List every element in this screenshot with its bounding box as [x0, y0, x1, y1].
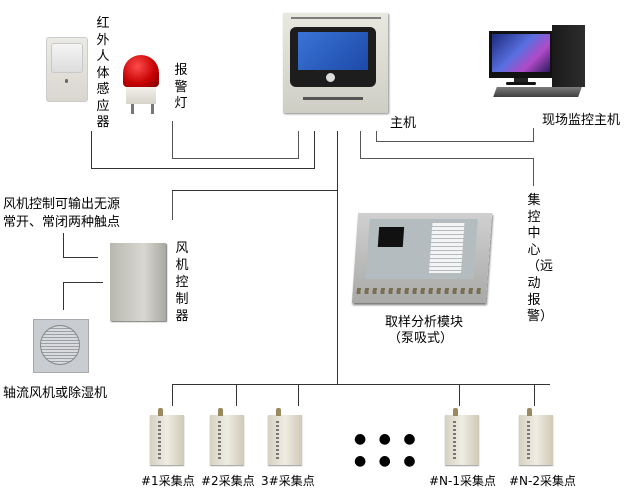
- antenna-icon: [453, 408, 458, 416]
- connector-line: [534, 384, 535, 406]
- host-brand-plate: [303, 97, 363, 100]
- antenna-icon: [218, 408, 223, 416]
- connector-line: [298, 384, 299, 406]
- collector-leds: [527, 421, 530, 459]
- collector-leds: [218, 421, 221, 459]
- sampler-ports: [356, 288, 481, 294]
- connector-line: [376, 131, 377, 141]
- connector-line: [314, 131, 315, 169]
- connector-line: [172, 158, 299, 159]
- connector-line: [459, 384, 460, 406]
- collector-leds: [158, 421, 161, 459]
- host-title-plate: [291, 17, 381, 19]
- main-host-label: 主机: [390, 116, 417, 131]
- connector-line: [376, 141, 534, 142]
- alarm-light-label: 报警灯: [174, 63, 188, 111]
- monitor-screen: [492, 34, 550, 72]
- ellipsis-more-points: ● ● ● ● ● ●: [354, 431, 420, 469]
- connector-line: [91, 168, 315, 169]
- monitor-pc-label: 现场监控主机: [542, 113, 621, 128]
- antenna-icon: [158, 408, 163, 416]
- sampler-label-line1: 取样分析模块: [385, 315, 464, 330]
- connector-line: [236, 384, 237, 406]
- pir-sensor-label: 红外人体感应器: [96, 16, 110, 130]
- host-knob: [326, 73, 335, 82]
- alarm-light-base: [126, 87, 156, 104]
- fan-output-note-line1: 风机控制可输出无源: [3, 197, 121, 212]
- collector-leds: [453, 421, 456, 459]
- connector-line: [63, 282, 103, 283]
- alarm-light-pin: [151, 104, 154, 114]
- alarm-light-pin: [131, 104, 134, 114]
- collector-icon: [268, 408, 302, 465]
- remote-center-label: 集控中心（远动报警）: [527, 193, 554, 325]
- collection-point-label: 3#采集点: [261, 474, 315, 488]
- host-display-bezel: [290, 27, 376, 87]
- connector-line: [172, 121, 173, 158]
- sampling-module-icon: [351, 213, 493, 303]
- collector-leds: [276, 421, 279, 459]
- collection-point-label: #1采集点: [141, 474, 195, 488]
- antenna-icon: [276, 408, 281, 416]
- connector-line: [172, 384, 173, 406]
- connector-line: [533, 158, 534, 186]
- monitor-stand-base: [506, 82, 536, 85]
- connector-line: [360, 158, 534, 159]
- alarm-light-icon: [123, 55, 159, 87]
- antenna-icon: [527, 408, 532, 416]
- collection-point-label: #2采集点: [201, 474, 255, 488]
- sampler-label-line2: （泵吸式）: [388, 331, 454, 346]
- pc-tower-icon: [552, 25, 585, 87]
- fan-controller-label: 风机控制器: [175, 241, 189, 324]
- connector-line: [298, 131, 299, 159]
- fan-output-note-line2: 常开、常闭两种触点: [3, 215, 121, 230]
- collection-point-label: #N-2采集点: [509, 474, 576, 488]
- fan-blade: [40, 325, 80, 365]
- sensor-indicator: [65, 79, 68, 83]
- keyboard-icon: [493, 87, 582, 97]
- connector-line: [533, 128, 534, 142]
- main-host-icon: [283, 13, 388, 113]
- connector-line: [91, 131, 92, 169]
- collector-icon: [210, 408, 244, 465]
- connector-line: [172, 190, 173, 220]
- desktop-computer-icon: [489, 31, 553, 78]
- connector-line: [172, 190, 338, 191]
- sampler-lcd: [377, 227, 405, 247]
- collector-icon: [445, 408, 479, 465]
- sampler-channel-list: [428, 223, 465, 273]
- monitor-stand: [514, 78, 528, 84]
- collector-icon: [519, 408, 553, 465]
- connector-line: [63, 233, 64, 258]
- bus-line: [172, 384, 550, 385]
- connector-line: [360, 131, 361, 158]
- collector-icon: [150, 408, 184, 465]
- sensor-lens: [51, 43, 83, 73]
- connector-line: [63, 257, 98, 258]
- fan-label: 轴流风机或除湿机: [3, 386, 108, 401]
- collection-point-label: #N-1采集点: [429, 474, 496, 488]
- connector-line: [63, 282, 64, 310]
- fan-controller-icon: [110, 243, 166, 321]
- trunk-line: [337, 131, 338, 384]
- fan-icon: [33, 319, 89, 373]
- pir-sensor-icon: [46, 37, 88, 102]
- host-screen: [298, 32, 368, 70]
